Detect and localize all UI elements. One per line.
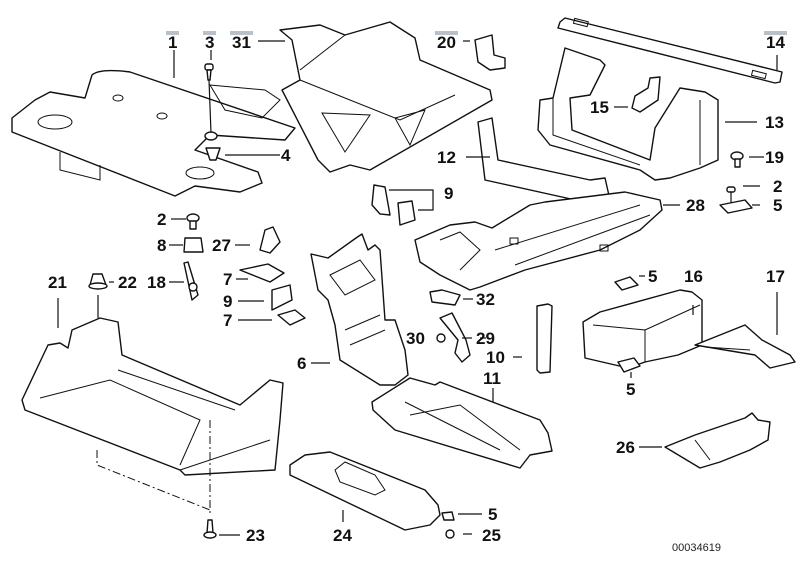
callout-21[interactable]: 21 <box>48 273 67 292</box>
callout-2-left[interactable]: 2 <box>157 210 167 229</box>
part-8-grommet[interactable] <box>183 237 204 253</box>
part-3-screw[interactable] <box>204 63 218 141</box>
callout-5-bottom[interactable]: 5 <box>488 505 498 524</box>
part-10-foam-block[interactable] <box>536 303 553 374</box>
callout-25[interactable]: 25 <box>482 526 501 545</box>
part-29-bracket[interactable] <box>439 312 471 363</box>
callout-13[interactable]: 13 <box>765 113 784 132</box>
part-5-clip-nut-mid[interactable] <box>614 276 639 291</box>
part-21-front-tray[interactable] <box>21 317 284 476</box>
callout-28[interactable]: 28 <box>686 196 705 215</box>
callout-7-lower[interactable]: 7 <box>223 311 233 330</box>
part-2-screw-left[interactable] <box>186 213 200 230</box>
callout-27[interactable]: 27 <box>212 236 231 255</box>
callout-5-mid[interactable]: 5 <box>648 267 658 286</box>
callout-8[interactable]: 8 <box>157 236 167 255</box>
callout-15[interactable]: 15 <box>590 98 609 117</box>
part-7-tab-lower[interactable] <box>277 309 306 326</box>
part-16-air-duct[interactable] <box>582 289 703 369</box>
callout-3[interactable]: 3 <box>202 31 218 52</box>
leader-lines <box>57 40 778 536</box>
part-13-duct-housing[interactable] <box>537 47 719 181</box>
part-22-nut[interactable] <box>88 273 108 290</box>
callout-7-upper[interactable]: 7 <box>223 270 233 289</box>
part-30-nut[interactable] <box>436 333 446 343</box>
part-19-plug[interactable] <box>730 151 744 168</box>
callout-29[interactable]: 29 <box>476 329 495 348</box>
callout-2-right[interactable]: 2 <box>773 177 783 196</box>
part-5-clip-nut-bottom[interactable] <box>441 511 455 521</box>
part-15-clip[interactable] <box>631 76 661 113</box>
callout-24[interactable]: 24 <box>333 526 352 545</box>
part-7-tab-upper[interactable] <box>239 263 285 283</box>
callout-20[interactable]: 20 <box>435 31 458 52</box>
callout-26[interactable]: 26 <box>616 438 635 457</box>
part-5-clip-nut-lower[interactable] <box>617 357 641 373</box>
part-17-bracket[interactable] <box>694 324 796 369</box>
callout-17[interactable]: 17 <box>766 267 785 286</box>
callout-22[interactable]: 22 <box>118 273 137 292</box>
callout-31[interactable]: 31 <box>230 31 253 52</box>
callout-6[interactable]: 6 <box>297 354 307 373</box>
part-28-engine-shield[interactable] <box>414 191 663 291</box>
callout-23[interactable]: 23 <box>246 526 265 545</box>
callout-4[interactable]: 4 <box>281 146 291 165</box>
part-32-tab[interactable] <box>429 289 461 306</box>
part-11-lower-shield[interactable] <box>371 377 553 469</box>
part-26-heat-shield[interactable] <box>664 412 771 469</box>
part-9-retainer-top[interactable] <box>371 184 434 226</box>
callout-1[interactable]: 1 <box>165 31 181 52</box>
callout-5-right[interactable]: 5 <box>773 196 783 215</box>
part-18-cable-holder[interactable] <box>183 261 199 301</box>
part-31-wheel-arch-cover[interactable] <box>279 21 493 173</box>
callout-32[interactable]: 32 <box>476 290 495 309</box>
callout-9-left[interactable]: 9 <box>223 292 233 311</box>
part-23-screw[interactable] <box>203 519 217 539</box>
part-6-side-panel[interactable] <box>310 233 409 386</box>
part-12-seal-strip[interactable] <box>477 117 611 206</box>
callout-18[interactable]: 18 <box>147 273 166 292</box>
part-25-screw[interactable] <box>445 529 455 539</box>
part-14-strap[interactable] <box>557 17 783 84</box>
callout-14[interactable]: 14 <box>764 31 787 52</box>
callout-12[interactable]: 12 <box>437 148 456 167</box>
callout-30[interactable]: 30 <box>406 329 425 348</box>
callout-16[interactable]: 16 <box>684 267 703 286</box>
part-24-cover-panel[interactable] <box>289 451 441 531</box>
callout-5-lower[interactable]: 5 <box>626 380 636 399</box>
callout-19[interactable]: 19 <box>765 148 784 167</box>
callout-9-top[interactable]: 9 <box>444 184 454 203</box>
part-20-bracket[interactable] <box>474 34 506 71</box>
part-9-retainer-left[interactable] <box>271 284 293 311</box>
part-5-clip-nut-right[interactable] <box>719 199 753 214</box>
callout-11[interactable]: 11 <box>483 369 501 388</box>
part-27-clip[interactable] <box>259 226 281 254</box>
callout-10[interactable]: 10 <box>486 348 505 367</box>
part-1-underbody-panel[interactable] <box>11 69 296 197</box>
part-4-rivet[interactable] <box>205 147 221 161</box>
diagram-reference-number: 00034619 <box>672 542 721 554</box>
